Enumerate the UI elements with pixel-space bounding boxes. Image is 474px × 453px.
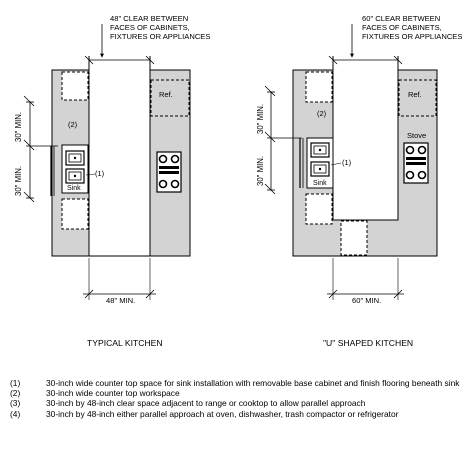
legend-item: (4) 30-inch by 48-inch either parallel a…	[10, 409, 459, 419]
legend-item: (2) 30-inch wide counter top workspace	[10, 388, 459, 398]
u-dim-60: 60" MIN.	[352, 296, 381, 305]
u-drain-icon	[318, 148, 322, 152]
u-clear-space-bottom	[340, 220, 368, 256]
typical-kitchen-plan: Sink (1) (2) Ref. 30" MIN. 30" MIN.	[14, 14, 210, 348]
legend-number: (1)	[10, 378, 21, 388]
u-dim-30-lower: 30" MIN.	[256, 156, 265, 186]
legend-item: (3) 30-inch by 48-inch clear space adjac…	[10, 398, 459, 408]
legend-number: (3)	[10, 398, 21, 409]
u-sink-label: Sink	[313, 180, 327, 187]
u-ref-label: Ref.	[408, 90, 422, 99]
legend-text: 30-inch by 48-inch clear space adjacent …	[46, 398, 366, 409]
typical-clearance-note: 48" CLEAR BETWEEN FACES OF CABINETS, FIX…	[110, 14, 210, 41]
typical-refrigerator	[150, 79, 190, 117]
u-label-1: (1)	[342, 158, 352, 167]
typical-dim-30-upper: 30" MIN.	[14, 112, 23, 142]
typical-ref-label: Ref.	[159, 90, 173, 99]
u-dim-30-upper: 30" MIN.	[256, 104, 265, 134]
u-stove-label: Stove	[407, 131, 426, 140]
legend-text: 30-inch by 48-inch either parallel appro…	[46, 408, 399, 419]
legend-item: (1) 30-inch wide counter top space for s…	[10, 378, 459, 388]
typical-label-1: (1)	[95, 169, 105, 178]
typical-sink-label: Sink	[67, 185, 81, 192]
typical-clear-space-bottom	[61, 198, 89, 230]
u-refrigerator	[398, 79, 437, 117]
legend-text: 30-inch wide counter top workspace	[46, 388, 180, 399]
typical-dim-48: 48" MIN.	[106, 296, 135, 305]
typical-dim-30-lower: 30" MIN.	[14, 166, 23, 196]
u-label-2: (2)	[317, 109, 327, 118]
legend-text: 30-inch wide counter top space for sink …	[46, 378, 460, 388]
legend-number: (4)	[10, 408, 21, 419]
u-clearance-note: 60" CLEAR BETWEEN FACES OF CABINETS, FIX…	[362, 14, 462, 41]
typical-label-2: (2)	[68, 120, 78, 129]
typical-burner-icon	[158, 154, 168, 164]
u-burner-icon	[405, 145, 415, 155]
typical-caption: TYPICAL KITCHEN	[87, 338, 163, 348]
u-caption: "U" SHAPED KITCHEN	[323, 338, 413, 348]
typical-drain-icon	[73, 156, 77, 160]
legend: (1) 30-inch wide counter top space for s…	[10, 378, 459, 419]
u-shaped-kitchen-plan: (2) Sink (1) Ref. Stove 30" MIN. 30"	[256, 14, 462, 348]
typical-clear-space-top	[61, 71, 89, 101]
legend-number: (2)	[10, 388, 21, 399]
